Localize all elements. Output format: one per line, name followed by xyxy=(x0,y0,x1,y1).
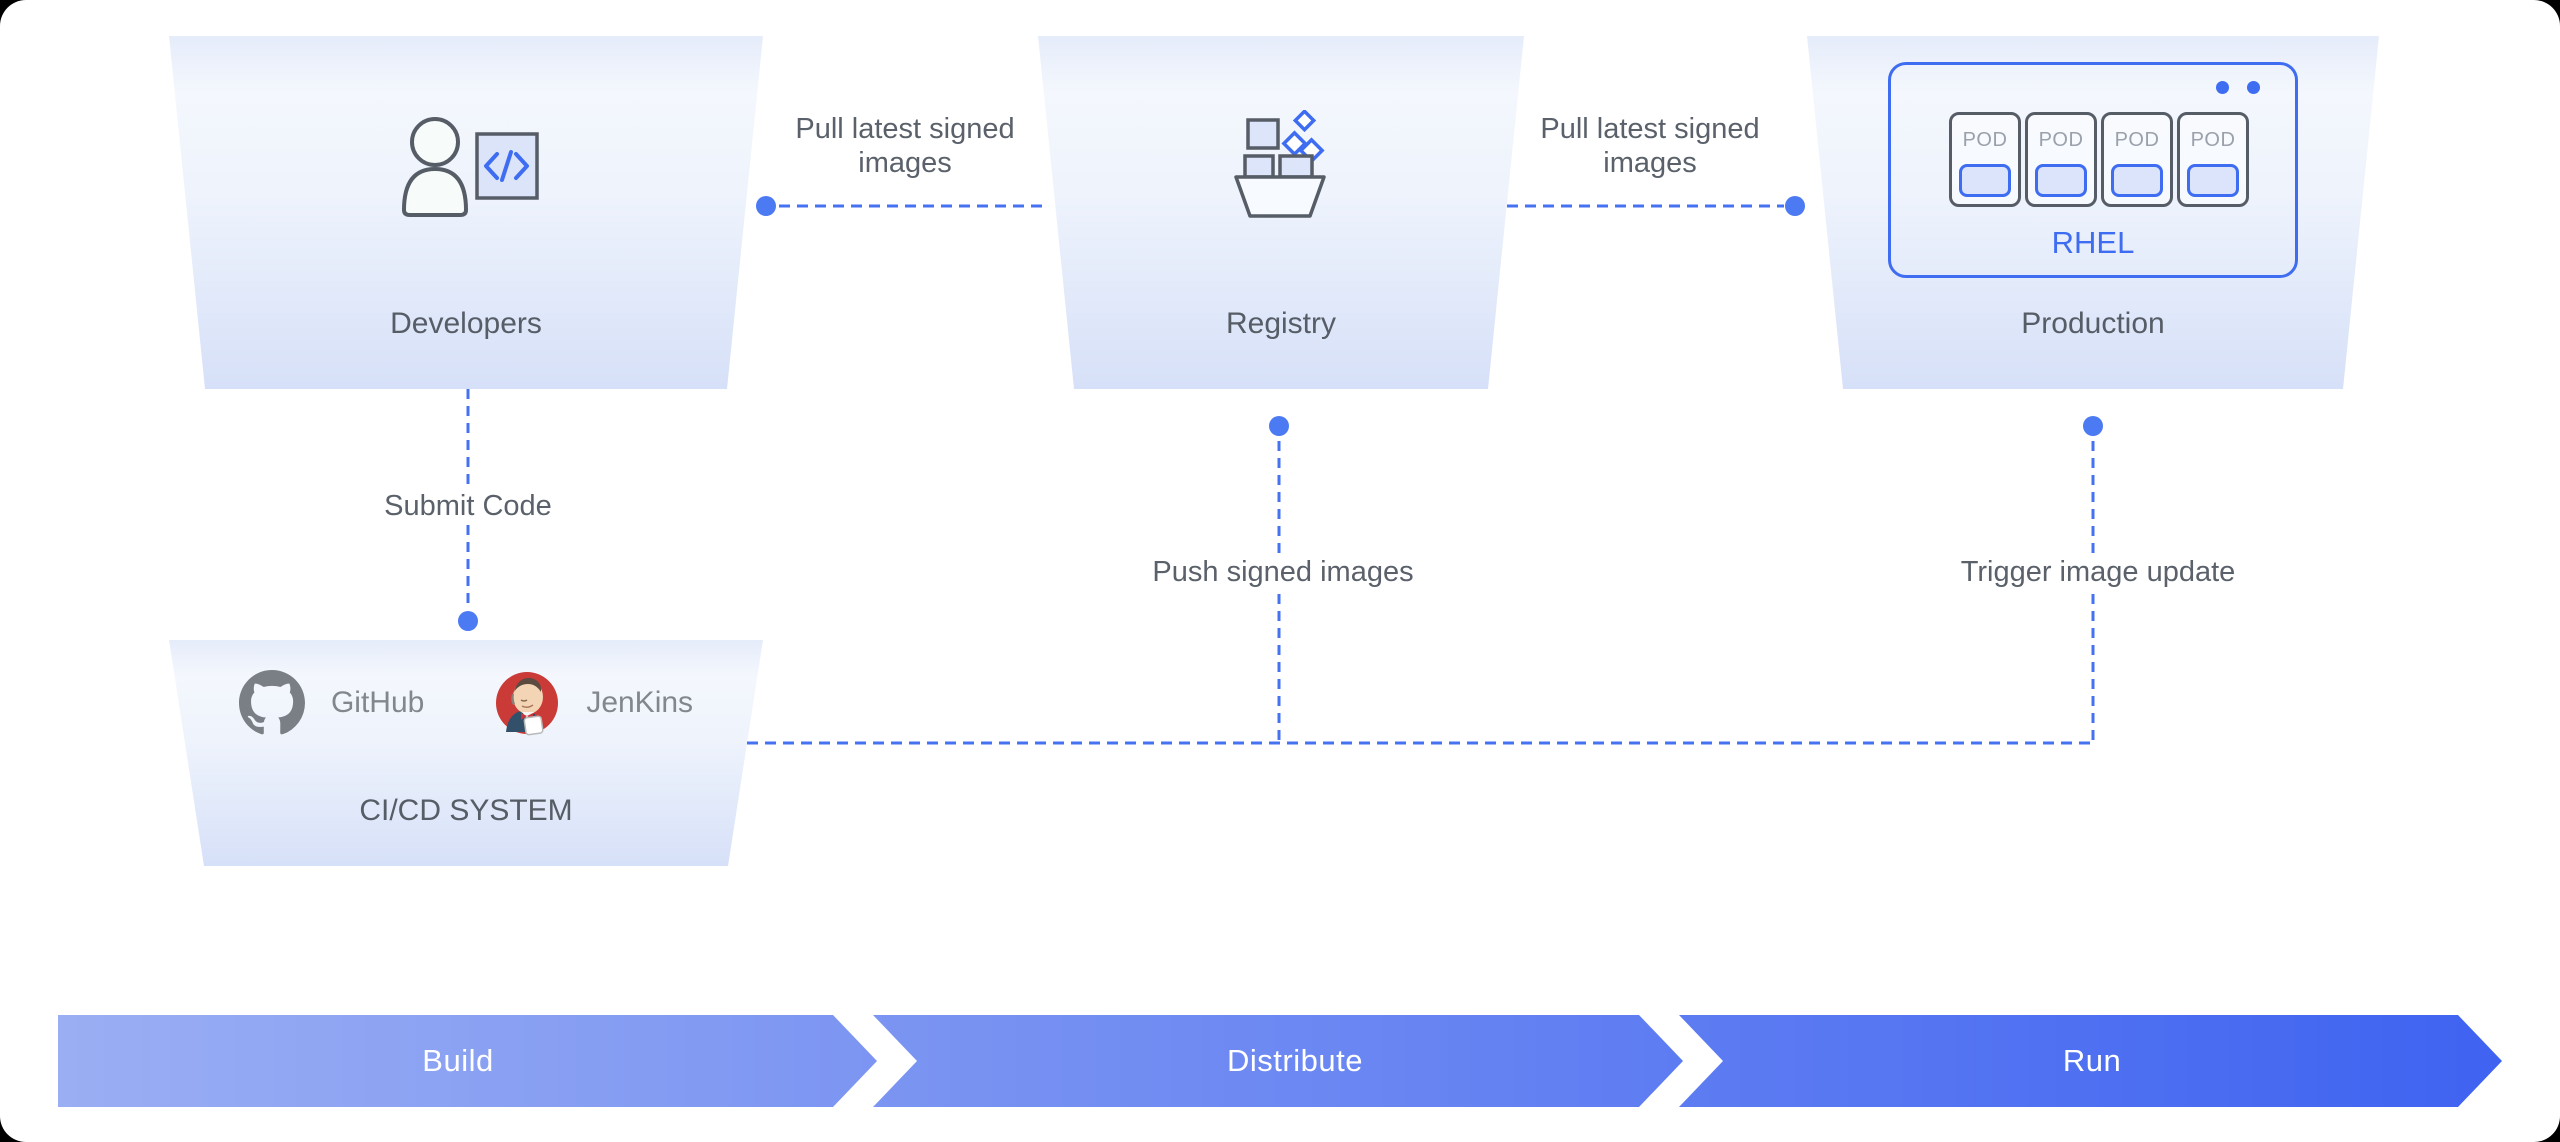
pipeline-arrows xyxy=(58,1015,2502,1107)
arrow-run xyxy=(1679,1015,2502,1107)
panel-label-developers: Developers xyxy=(390,307,542,340)
edge-label-pull-left: Pull latest signed images xyxy=(795,113,1015,179)
connector-dot xyxy=(2083,416,2103,436)
connector-dot xyxy=(1269,416,1289,436)
rhel-box: POD POD POD POD RHEL xyxy=(1888,62,2298,278)
registry-ship-icon xyxy=(1228,110,1338,222)
stage-label-build: Build xyxy=(422,1043,494,1078)
edge-label-trigger-update: Trigger image update xyxy=(1948,553,2248,591)
github-icon xyxy=(239,670,305,736)
pod-label: POD xyxy=(2114,129,2160,151)
arrow-build xyxy=(58,1015,877,1107)
stage-label-distribute: Distribute xyxy=(1227,1043,1363,1078)
panel-label-production: Production xyxy=(2021,307,2165,340)
rhel-label: RHEL xyxy=(2051,225,2135,260)
connector-dot xyxy=(756,196,776,216)
pod-label: POD xyxy=(2038,129,2084,151)
connector-dot xyxy=(1785,196,1805,216)
panel-registry: Registry xyxy=(1038,36,1524,389)
pod-container-icon xyxy=(2035,164,2087,197)
pod-container-icon xyxy=(1959,164,2011,197)
developer-code-icon xyxy=(397,112,547,222)
pod-label: POD xyxy=(2190,129,2236,151)
edge-label-submit-code: Submit Code xyxy=(372,487,564,525)
tool-label-github: GitHub xyxy=(330,686,425,719)
pod-box: POD xyxy=(2025,112,2097,207)
panel-developers: Developers xyxy=(169,36,763,389)
pod-label: POD xyxy=(1962,129,2008,151)
pod-container-icon xyxy=(2187,164,2239,197)
pod-box: POD xyxy=(2177,112,2249,207)
panel-production: POD POD POD POD RHEL Production xyxy=(1807,36,2379,389)
tool-label-jenkins: JenKins xyxy=(586,686,694,719)
pod-container-icon xyxy=(2111,164,2163,197)
arrow-distribute xyxy=(873,1015,1683,1107)
pod-box: POD xyxy=(1949,112,2021,207)
edge-label-pull-right: Pull latest signed images xyxy=(1540,113,1760,179)
panel-label-cicd: CI/CD SYSTEM xyxy=(359,794,573,827)
pod-box: POD xyxy=(2101,112,2173,207)
jenkins-icon xyxy=(494,670,560,736)
pipeline-banner: Build Distribute Run xyxy=(58,1015,2502,1107)
stage-label-run: Run xyxy=(2062,1043,2122,1078)
panel-cicd: GitHub JenKins CI/CD SYSTEM xyxy=(169,640,763,866)
status-dot xyxy=(2247,81,2260,94)
panel-label-registry: Registry xyxy=(1225,307,1337,340)
status-dot xyxy=(2216,81,2229,94)
connector-dot xyxy=(458,611,478,631)
edge-label-push-signed: Push signed images xyxy=(1140,553,1426,591)
cicd-tools-row: GitHub JenKins xyxy=(169,670,763,736)
